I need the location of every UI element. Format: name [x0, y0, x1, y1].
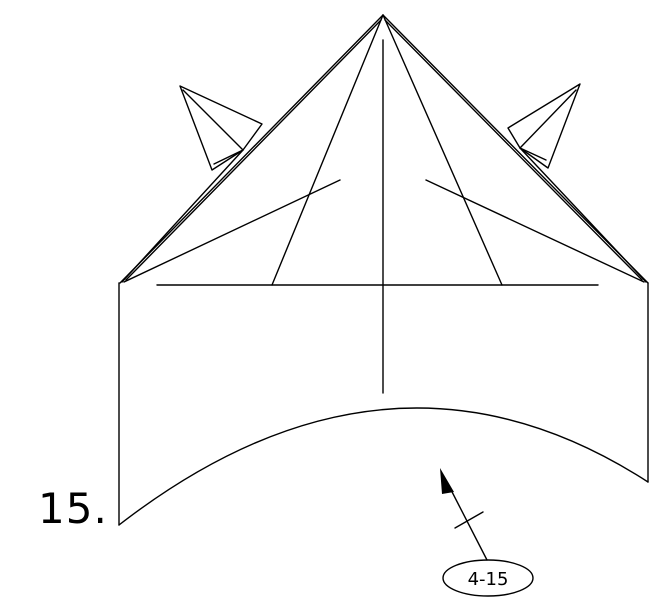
reference-oval: [442, 559, 534, 597]
pyramid-right-edge-inner: [384, 19, 643, 281]
left-diagonal-crease: [123, 179, 341, 283]
right-ear-crease: [519, 89, 577, 161]
reference-arrow-head: [440, 468, 454, 494]
pyramid-right-edge: [382, 14, 649, 284]
reference-arrow-tick: [454, 511, 484, 529]
reference-label: 4-15: [468, 569, 509, 590]
pyramid-left-edge: [119, 14, 384, 284]
bottom-curved-edge: [118, 407, 649, 526]
right-diagonal-crease: [425, 179, 645, 283]
pyramid-right-flap-edge: [519, 147, 647, 283]
pyramid-left-edge-inner: [125, 19, 382, 281]
pyramid-left-flap-edge: [121, 149, 244, 283]
step-number: 15.: [38, 484, 108, 533]
reference-arrow-shaft: [448, 485, 488, 561]
right-inner-crease: [382, 14, 503, 286]
left-inner-crease: [271, 14, 384, 286]
